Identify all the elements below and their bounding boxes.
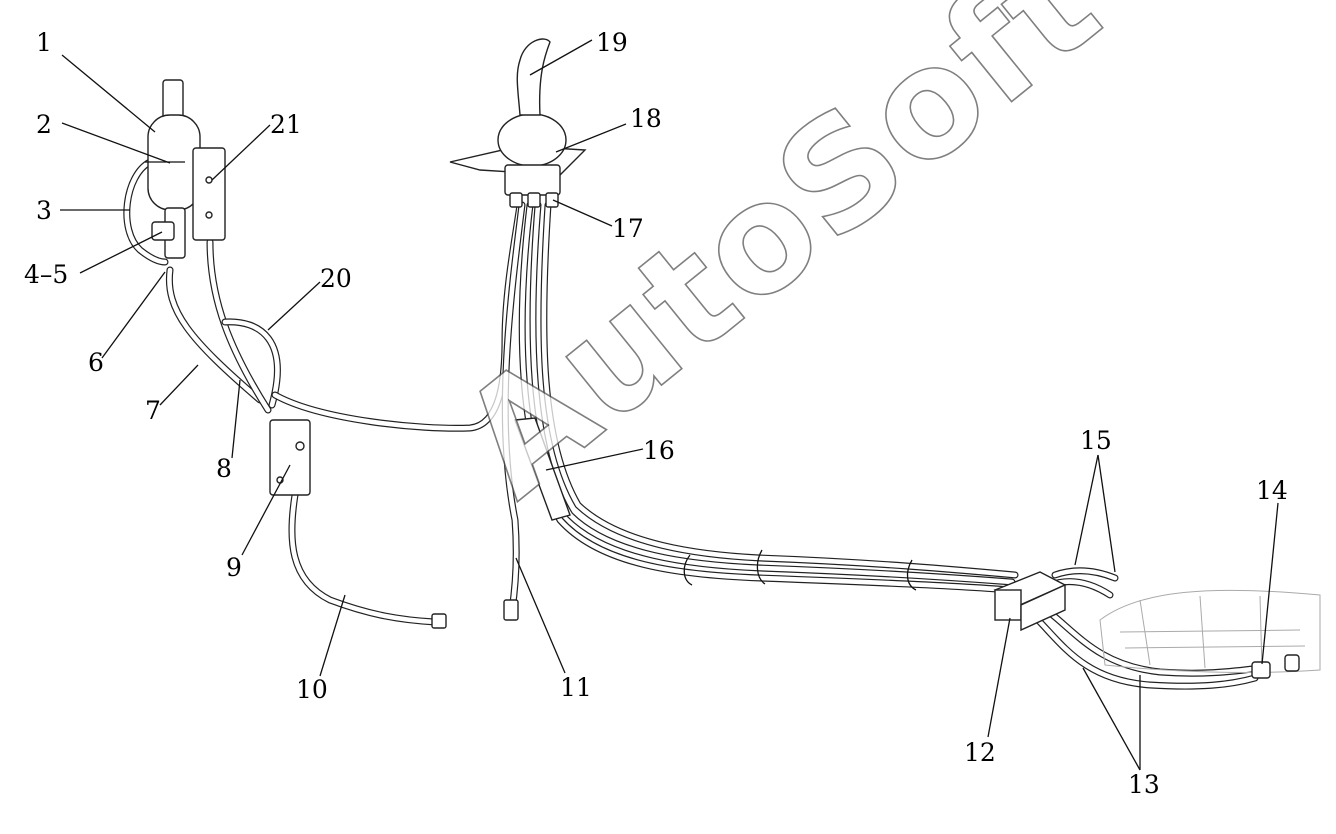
callout-16: 16 — [643, 436, 675, 465]
hoses — [123, 158, 1264, 690]
callout-17: 17 — [612, 214, 644, 243]
callout-15: 15 — [1080, 426, 1112, 455]
callout-2: 2 — [36, 110, 52, 139]
callout-9: 9 — [226, 553, 242, 582]
callout-18: 18 — [630, 104, 662, 133]
callout-20: 20 — [320, 264, 352, 293]
callout-21: 21 — [270, 110, 302, 139]
callout-7: 7 — [145, 396, 161, 425]
callout-13: 13 — [1128, 770, 1160, 799]
callout-14: 14 — [1256, 476, 1288, 505]
callout-12: 12 — [964, 738, 996, 767]
callout-8: 8 — [216, 454, 232, 483]
callout-1: 1 — [36, 28, 52, 57]
callout-19: 19 — [596, 28, 628, 57]
leader-lines — [60, 39, 1279, 771]
parts — [145, 38, 1321, 679]
control-valve-block — [1099, 589, 1321, 673]
callout-10: 10 — [296, 675, 328, 704]
callout-4-5: 4–5 — [24, 260, 69, 289]
callout-11: 11 — [560, 673, 592, 702]
callout-6: 6 — [88, 348, 104, 377]
callout-3: 3 — [36, 196, 52, 225]
